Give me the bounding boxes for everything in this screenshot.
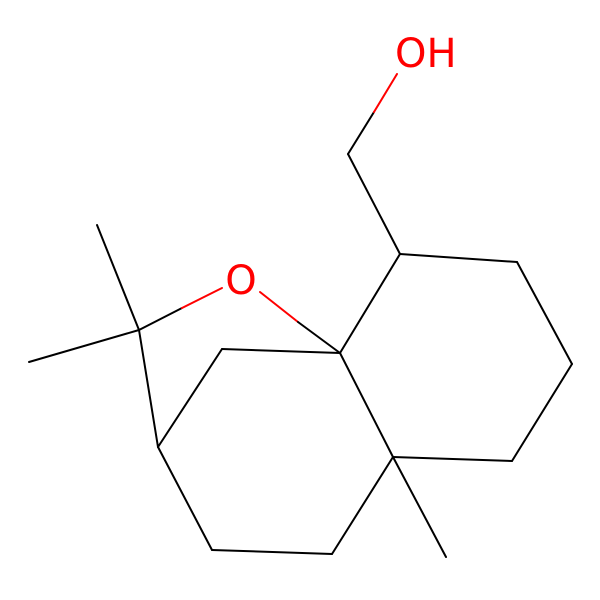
bond-quaternary-methyl-up: [96, 224, 140, 331]
bond-o-to-bridgehead-red: [259, 291, 299, 323]
bond-ring-c2-c3: [516, 261, 573, 365]
bond-ch2-bridge: [157, 348, 223, 448]
bond-ring-c3-c4: [511, 363, 573, 462]
hydroxyl-label: OH: [395, 31, 457, 77]
bond-bridge-quaternary: [138, 329, 159, 448]
bond-quaternary-to-o-red: [181, 287, 223, 309]
bond-bridgehead-ch2: [221, 348, 341, 354]
bond-c5-bridgehead: [339, 352, 394, 458]
bond-c5-methyl: [392, 456, 447, 558]
oxygen-bonds: [138, 73, 398, 354]
ring-oxygen-label: O: [225, 258, 256, 304]
bond-lower-to-c5: [331, 456, 394, 555]
bond-o-to-bridgehead-black: [297, 321, 341, 354]
bond-quaternary-to-o-black: [138, 307, 183, 331]
bond-ring-c1-c2: [399, 253, 518, 263]
bond-ch2-to-oh-red: [373, 73, 398, 113]
bond-bridge-ch2-lower: [157, 446, 213, 551]
bond-ch2-to-oh-black: [347, 111, 375, 155]
bond-ring-c4-c5: [392, 456, 513, 462]
bond-bridgehead-c1: [339, 253, 401, 354]
bond-lower-chain: [211, 549, 333, 555]
bond-ch2-to-ring-carbon: [347, 153, 401, 255]
carbon-bonds: [28, 153, 573, 558]
bond-quaternary-methyl-left: [28, 329, 140, 363]
